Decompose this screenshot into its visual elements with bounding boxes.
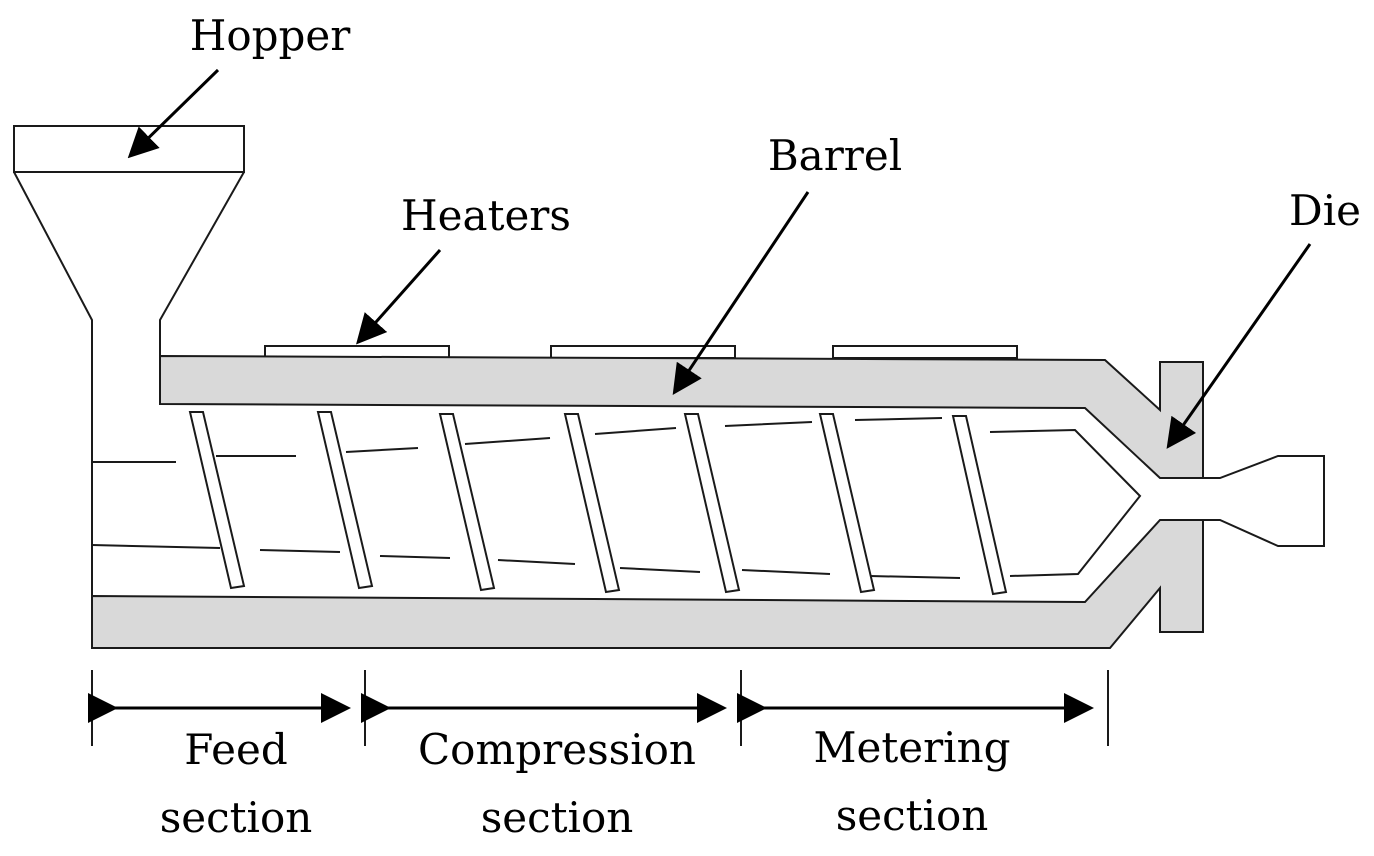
hopper-top (13, 125, 245, 173)
die-arrow (1166, 243, 1312, 449)
hopper-label: Hopper (190, 11, 352, 60)
screw-flights (188, 411, 1008, 596)
die-label: Die (1289, 186, 1361, 235)
metering-section-label-line1: Metering (813, 723, 1010, 772)
heaters-arrow (356, 249, 442, 345)
screw-flight (951, 415, 1008, 596)
hopper-funnel (13, 171, 245, 648)
compression-section-label-line2: section (481, 793, 634, 842)
barrel-arrow (672, 191, 810, 395)
screw-shaft (91, 417, 1142, 579)
die-nozzle (1203, 455, 1325, 547)
feed-section-label-line2: section (160, 793, 313, 842)
screw-flight (316, 411, 374, 590)
barrel-label: Barrel (768, 131, 902, 180)
screw-flight (438, 413, 496, 592)
metering-section-label-line2: section (836, 791, 989, 840)
heaters-label: Heaters (401, 191, 571, 240)
screw-flight (683, 413, 741, 594)
screw-flight (188, 411, 246, 590)
heater-2 (550, 345, 736, 359)
feed-section-label-line1: Feed (184, 725, 287, 774)
screw-flight (563, 413, 621, 594)
hopper-arrow (127, 68, 220, 159)
barrel-top-wall (159, 354, 1204, 479)
section-markers (88, 670, 1109, 746)
screw-flight (818, 413, 876, 594)
heater-3 (832, 345, 1018, 359)
hopper (13, 125, 245, 648)
compression-section-label-line1: Compression (418, 725, 696, 774)
barrel-bottom-wall (91, 519, 1204, 649)
